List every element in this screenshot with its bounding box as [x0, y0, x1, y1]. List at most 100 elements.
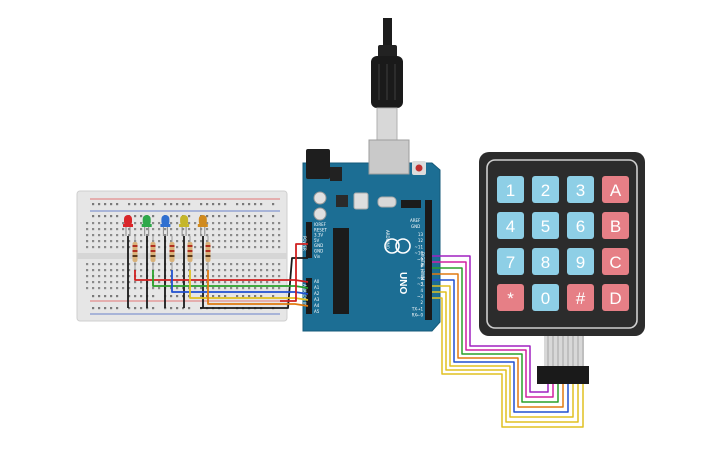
pin-label: ~5	[417, 282, 423, 287]
keypad-key[interactable]: 9	[567, 248, 594, 275]
led	[123, 215, 133, 236]
keypad-key[interactable]: B	[602, 212, 629, 239]
pin-label: GND	[314, 249, 323, 254]
wire-blue-a2	[171, 270, 309, 295]
aref-label: AREF	[410, 218, 421, 223]
keypad-key[interactable]: 4	[497, 212, 524, 239]
keypad-key-label: *	[507, 289, 514, 308]
pin-label: A3	[314, 297, 320, 302]
keypad-key-label: 9	[576, 253, 585, 272]
usb-cable	[371, 18, 403, 143]
resistor	[205, 236, 211, 270]
wire-pin9	[432, 255, 549, 393]
led	[141, 215, 152, 236]
keypad-key-label: 8	[541, 253, 550, 272]
led	[197, 215, 208, 236]
keypad-key[interactable]: 8	[532, 248, 559, 275]
breadboard-wires	[127, 236, 309, 309]
power-jack	[306, 149, 330, 179]
wire-pin6	[432, 273, 564, 408]
pin-label: 7	[420, 269, 423, 274]
pin-label: 3.3V	[314, 233, 323, 238]
keypad-key-label: 6	[576, 217, 585, 236]
keypad-key[interactable]: 3	[567, 176, 594, 203]
wire-orange-a4	[207, 270, 309, 307]
keypad-key[interactable]: D	[602, 284, 629, 311]
keypad-key[interactable]: 1	[497, 176, 524, 203]
pin-label: A5	[314, 309, 320, 314]
digital-header	[425, 200, 432, 320]
power-header	[306, 222, 312, 258]
pin-label: Vin	[314, 254, 321, 259]
pin-label: A1	[314, 285, 320, 290]
wire-power-5v	[280, 243, 308, 302]
pin-label: ~9	[417, 257, 423, 262]
pin-label: 5V	[314, 238, 320, 243]
keypad-key[interactable]: 7	[497, 248, 524, 275]
analog-label: ANALOG IN	[302, 284, 307, 306]
wire-yellow-a3	[189, 270, 309, 301]
keypad-key[interactable]: *	[497, 284, 524, 311]
pin-label: ~6	[417, 275, 423, 280]
keypad-key-label: 0	[541, 289, 550, 308]
arduino-brand: ARDUINO	[385, 230, 390, 249]
keypad-key-label: A	[610, 181, 622, 200]
keypad-key-label: 4	[506, 217, 515, 236]
keypad-key-label: 1	[506, 181, 515, 200]
resistor-group	[132, 236, 211, 270]
uno-logo: UNO	[397, 272, 408, 294]
keypad-key-label: 5	[541, 217, 550, 236]
wire-pin4	[432, 285, 574, 418]
wire-pin7	[432, 267, 559, 403]
keypad-key-label: B	[610, 217, 621, 236]
resistor	[187, 236, 193, 270]
keypad-key-label: 7	[506, 253, 515, 272]
pin-label: 2	[420, 300, 423, 305]
ribbon-cable	[544, 336, 584, 366]
wire-pin2	[432, 297, 584, 428]
wire-red-a0	[134, 270, 309, 283]
keypad-wires	[432, 255, 584, 428]
keypad-key-label: D	[609, 289, 621, 308]
arduino-board: UNO ARDUINO AREF GND POWER ANALOG IN DIG…	[302, 139, 441, 332]
usb-port	[368, 139, 410, 175]
resistor	[169, 236, 175, 270]
keypad-key[interactable]: 6	[567, 212, 594, 239]
pin-label: 13	[418, 232, 424, 237]
pin-label: ~10	[415, 251, 424, 256]
resistor	[132, 236, 138, 270]
keypad-key[interactable]: 0	[532, 284, 559, 311]
keypad-key-label: C	[609, 253, 621, 272]
breadboard	[76, 190, 288, 322]
keypad-key-label: 2	[541, 181, 550, 200]
led	[160, 215, 171, 236]
pin-label: ~3	[417, 294, 423, 299]
wire-black-to-gnd-pin	[200, 257, 308, 309]
pin-label: ~11	[415, 244, 424, 249]
pin-label: IOREF	[314, 222, 327, 227]
gnd-label: GND	[411, 224, 420, 229]
atmega-chip	[333, 228, 349, 314]
led-group	[123, 215, 208, 236]
keypad-connector	[537, 366, 589, 384]
wire-green-a1	[152, 270, 309, 289]
analog-header	[306, 278, 312, 314]
keypad-key[interactable]: C	[602, 248, 629, 275]
wire-pin8	[432, 261, 554, 398]
pin-label: A4	[314, 303, 320, 308]
keypad-key[interactable]: 5	[532, 212, 559, 239]
pin-label: A0	[314, 279, 320, 284]
digital-label: DIGITAL (PWM ~)	[420, 252, 425, 287]
pin-label: A2	[314, 291, 320, 296]
keypad-key[interactable]: #	[567, 284, 594, 311]
resistor	[150, 236, 156, 270]
keypad-key[interactable]: 2	[532, 176, 559, 203]
pin-label: RX←0	[412, 313, 424, 318]
keypad-key[interactable]: A	[602, 176, 629, 203]
pin-label: 4	[420, 288, 423, 293]
pin-label: TX→1	[411, 306, 424, 311]
